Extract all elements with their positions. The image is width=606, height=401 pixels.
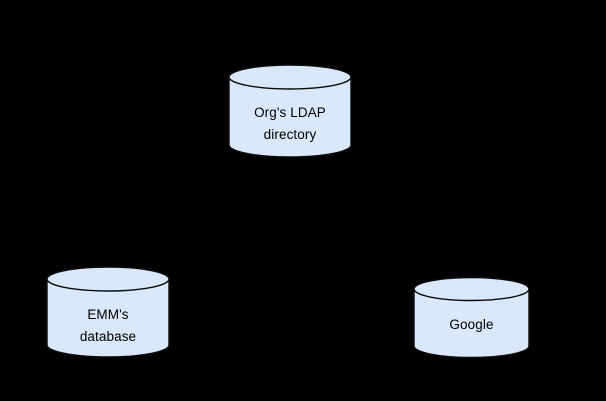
cylinder-icon	[413, 276, 530, 359]
database-node-google[interactable]: Google	[413, 276, 530, 359]
cylinder-icon	[46, 266, 170, 358]
database-node-emm[interactable]: EMM's database	[46, 266, 170, 358]
database-node-ldap[interactable]: Org's LDAP directory	[228, 64, 352, 158]
cylinder-icon	[228, 64, 352, 158]
